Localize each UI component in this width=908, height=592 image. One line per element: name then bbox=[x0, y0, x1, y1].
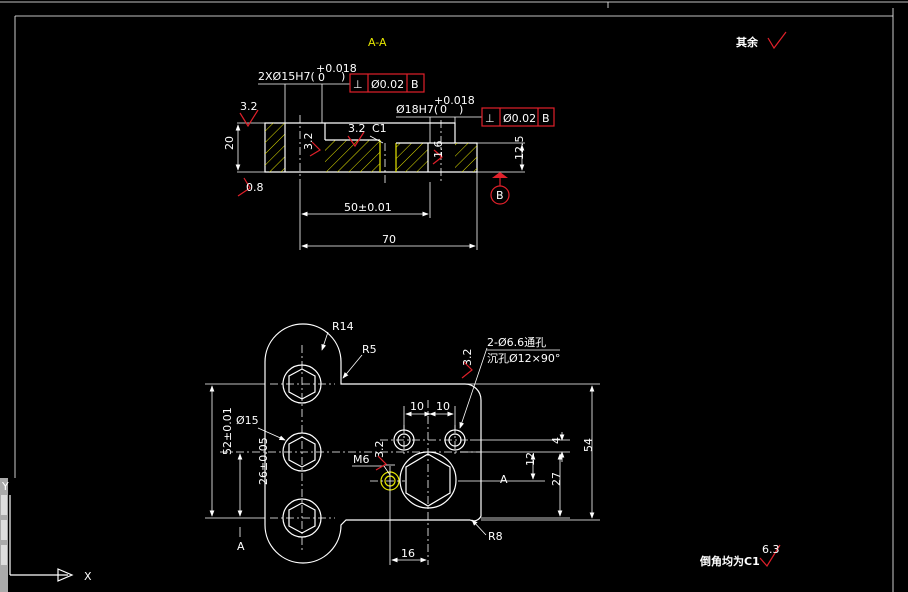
axis-y-label: Y bbox=[1, 480, 9, 493]
rest-roughness-label: 其余 bbox=[736, 35, 759, 49]
bore-datum-ref: B bbox=[542, 112, 550, 125]
plan-view[interactable]: 52±0.01 26±0.05 A A 10 10 4 12 27 54 16 bbox=[205, 320, 600, 565]
svg-text:3.2: 3.2 bbox=[240, 100, 258, 113]
hole-tolerance-callout: 2XØ15H7( +0.018 0 ) ⊥ Ø0.02 B bbox=[258, 62, 425, 123]
dim-12-5: 12.5 bbox=[513, 136, 526, 161]
axis-x-label: X bbox=[84, 570, 92, 583]
dim-27: 27 bbox=[550, 472, 563, 486]
hole-tol-upper: +0.018 bbox=[316, 62, 357, 75]
fcf-box-2 bbox=[481, 107, 555, 127]
bore-tolerance-callout: Ø18H7( +0.018 0 ) ⊥ Ø0.02 B bbox=[396, 94, 555, 143]
bore-tol-close: ) bbox=[459, 103, 463, 116]
center-bore bbox=[385, 451, 457, 509]
svg-text:3.2: 3.2 bbox=[461, 349, 474, 367]
dim-20: 20 bbox=[223, 136, 236, 150]
bore-perp-value: Ø0.02 bbox=[503, 112, 536, 125]
roughness-symbol-hole: 3.2 bbox=[302, 133, 321, 157]
svg-text:3.2: 3.2 bbox=[373, 441, 386, 459]
bore-spec: Ø18H7( bbox=[396, 103, 438, 116]
dim-70: 70 bbox=[382, 233, 396, 246]
hole-tol-lower: 0 bbox=[318, 71, 325, 84]
section-mark-right: A bbox=[500, 473, 508, 486]
chamfer-note-text: 倒角均为C1 bbox=[699, 554, 760, 568]
roughness-symbol-top-left: 3.2 bbox=[239, 100, 259, 128]
dim-10a: 10 bbox=[410, 400, 424, 413]
radius-r5: R5 bbox=[362, 343, 377, 356]
roughness-symbol-bottom: 0.8 bbox=[237, 177, 264, 197]
through-holes-spec: 2-Ø6.6通孔 bbox=[487, 336, 546, 349]
bore-perp-symbol: ⊥ bbox=[485, 112, 495, 125]
dim-52: 52±0.01 bbox=[221, 407, 234, 455]
section-label: A-A bbox=[368, 36, 387, 49]
chamfer-roughness: 6.3 bbox=[762, 543, 780, 556]
radius-r8: R8 bbox=[488, 530, 503, 543]
radius-r14: R14 bbox=[332, 320, 354, 333]
svg-text:3.2: 3.2 bbox=[302, 133, 315, 151]
hole-tol-close: ) bbox=[341, 70, 345, 83]
dim-4: 4 bbox=[550, 437, 563, 444]
dim-16: 16 bbox=[401, 547, 415, 560]
roughness-symbol-m6: 3.2 bbox=[373, 441, 387, 471]
counterbore-spec: 沉孔Ø12×90° bbox=[487, 352, 560, 365]
bore-tol-upper: +0.018 bbox=[434, 94, 475, 107]
chamfer-note: 倒角均为C1 6.3 bbox=[699, 543, 781, 568]
perp-value: Ø0.02 bbox=[371, 78, 404, 91]
hole-spec: 2XØ15H7( bbox=[258, 70, 315, 83]
dim-12: 12 bbox=[524, 452, 537, 466]
datum-ref: B bbox=[411, 78, 419, 91]
svg-text:0.8: 0.8 bbox=[246, 181, 264, 194]
rest-roughness: 其余 bbox=[736, 31, 787, 50]
svg-text:1.6: 1.6 bbox=[432, 141, 445, 159]
dia-15: Ø15 bbox=[236, 414, 259, 427]
fcf-box-1 bbox=[349, 73, 425, 93]
datum-b-label: B bbox=[496, 189, 504, 202]
bore-tol-lower: 0 bbox=[440, 103, 447, 116]
perp-symbol: ⊥ bbox=[353, 78, 363, 91]
section-view[interactable]: 20 12.5 50±0.01 70 2XØ15H7( +0.018 0 ) ⊥ bbox=[223, 62, 555, 250]
roughness-symbol-holes: 3.2 bbox=[461, 349, 474, 379]
dim-10b: 10 bbox=[436, 400, 450, 413]
section-mark-left: A bbox=[237, 540, 245, 553]
m6-label: M6 bbox=[353, 453, 370, 466]
dim-26: 26±0.05 bbox=[257, 437, 270, 485]
svg-text:3.2: 3.2 bbox=[348, 122, 366, 135]
chamfer-c1: C1 bbox=[372, 122, 387, 135]
dim-54: 54 bbox=[582, 438, 595, 452]
datum-b-marker: B bbox=[490, 172, 510, 205]
roughness-symbol-mid: 3.2 bbox=[347, 122, 366, 148]
toolbar-stub[interactable] bbox=[0, 478, 8, 592]
ucs-icon: X Y bbox=[1, 480, 92, 583]
roughness-symbol-bore: 1.6 bbox=[432, 141, 445, 165]
dim-50: 50±0.01 bbox=[344, 201, 392, 214]
